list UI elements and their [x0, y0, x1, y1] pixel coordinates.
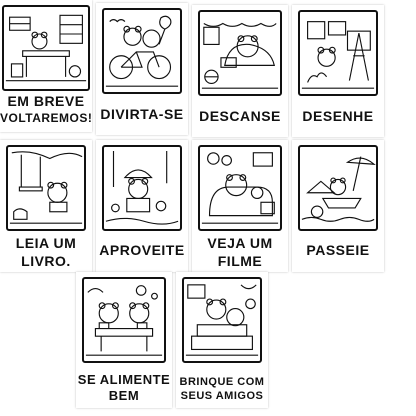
card-em-breve: EM BREVE VOLTAREMOS!	[0, 0, 92, 132]
card-aproveite: APROVEITE	[96, 140, 188, 272]
card-label: EM BREVE VOLTAREMOS!	[0, 93, 92, 126]
illustration-movie	[198, 145, 282, 231]
card-label-line1: APROVEITE	[99, 242, 185, 258]
illustration-resting	[198, 10, 282, 96]
card-leia-um-livro: LEIA UM LIVRO.	[0, 140, 92, 272]
card-brinque-com-seus-amigos: BRINQUE COM SEUS AMIGOS	[176, 272, 268, 408]
card-label-line1: EM BREVE	[7, 93, 85, 109]
illustration-playing	[182, 277, 262, 363]
card-label-line1: LEIA UM	[15, 235, 77, 251]
picnic-drawing	[105, 150, 179, 225]
card-label: PASSEIE	[292, 242, 384, 260]
resting-drawing	[201, 22, 279, 89]
card-label-line2: VOLTAREMOS!	[0, 110, 93, 125]
card-label: DESCANSE	[192, 108, 288, 126]
card-passeie: PASSEIE	[292, 140, 384, 272]
illustration-reading	[6, 145, 86, 231]
card-label-line1: PASSEIE	[306, 242, 370, 258]
playing-drawing	[185, 284, 259, 356]
card-descanse: DESCANSE	[192, 5, 288, 137]
card-label: DESENHE	[292, 108, 384, 126]
card-label: SE ALIMENTE BEM	[76, 372, 172, 405]
card-label-line1: SE ALIMENTE	[77, 372, 171, 387]
card-label-line1: BRINQUE COM	[179, 376, 265, 388]
study-room-drawing	[5, 14, 87, 82]
illustration-eating	[82, 277, 166, 363]
illustration-bicycle	[102, 8, 182, 94]
eating-drawing	[85, 285, 163, 356]
card-label-line1: DIVIRTA-SE	[100, 106, 184, 122]
card-se-alimente-bem: SE ALIMENTE BEM	[76, 272, 172, 408]
beach-drawing	[301, 156, 376, 222]
card-label-line2: SEUS AMIGOS	[180, 389, 264, 402]
card-desenhe: DESENHE	[292, 5, 384, 137]
card-label-line1: DESENHE	[302, 108, 374, 124]
card-label-line2: FILME	[217, 252, 263, 269]
card-label: LEIA UM LIVRO.	[0, 235, 92, 270]
bicycle-drawing	[105, 15, 179, 87]
card-label: DIVIRTA-SE	[96, 106, 188, 124]
card-divirta-se: DIVIRTA-SE	[96, 3, 188, 135]
card-label-line1: VEJA UM	[207, 235, 273, 251]
card-label: APROVEITE	[96, 242, 188, 260]
illustration-beach	[298, 145, 378, 231]
card-label: BRINQUE COM SEUS AMIGOS	[176, 376, 268, 404]
illustration-picnic	[102, 145, 182, 231]
movie-drawing	[201, 152, 279, 224]
illustration-study-room	[2, 5, 90, 91]
card-label-line2: LIVRO.	[21, 252, 71, 269]
card-veja-um-filme: VEJA UM FILME	[192, 140, 288, 272]
painting-drawing	[301, 21, 375, 89]
reading-drawing	[9, 151, 83, 224]
card-label-line1: DESCANSE	[199, 108, 281, 124]
card-label-line2: BEM	[108, 388, 140, 404]
card-label: VEJA UM FILME	[192, 235, 288, 270]
illustration-drawing	[298, 10, 378, 96]
